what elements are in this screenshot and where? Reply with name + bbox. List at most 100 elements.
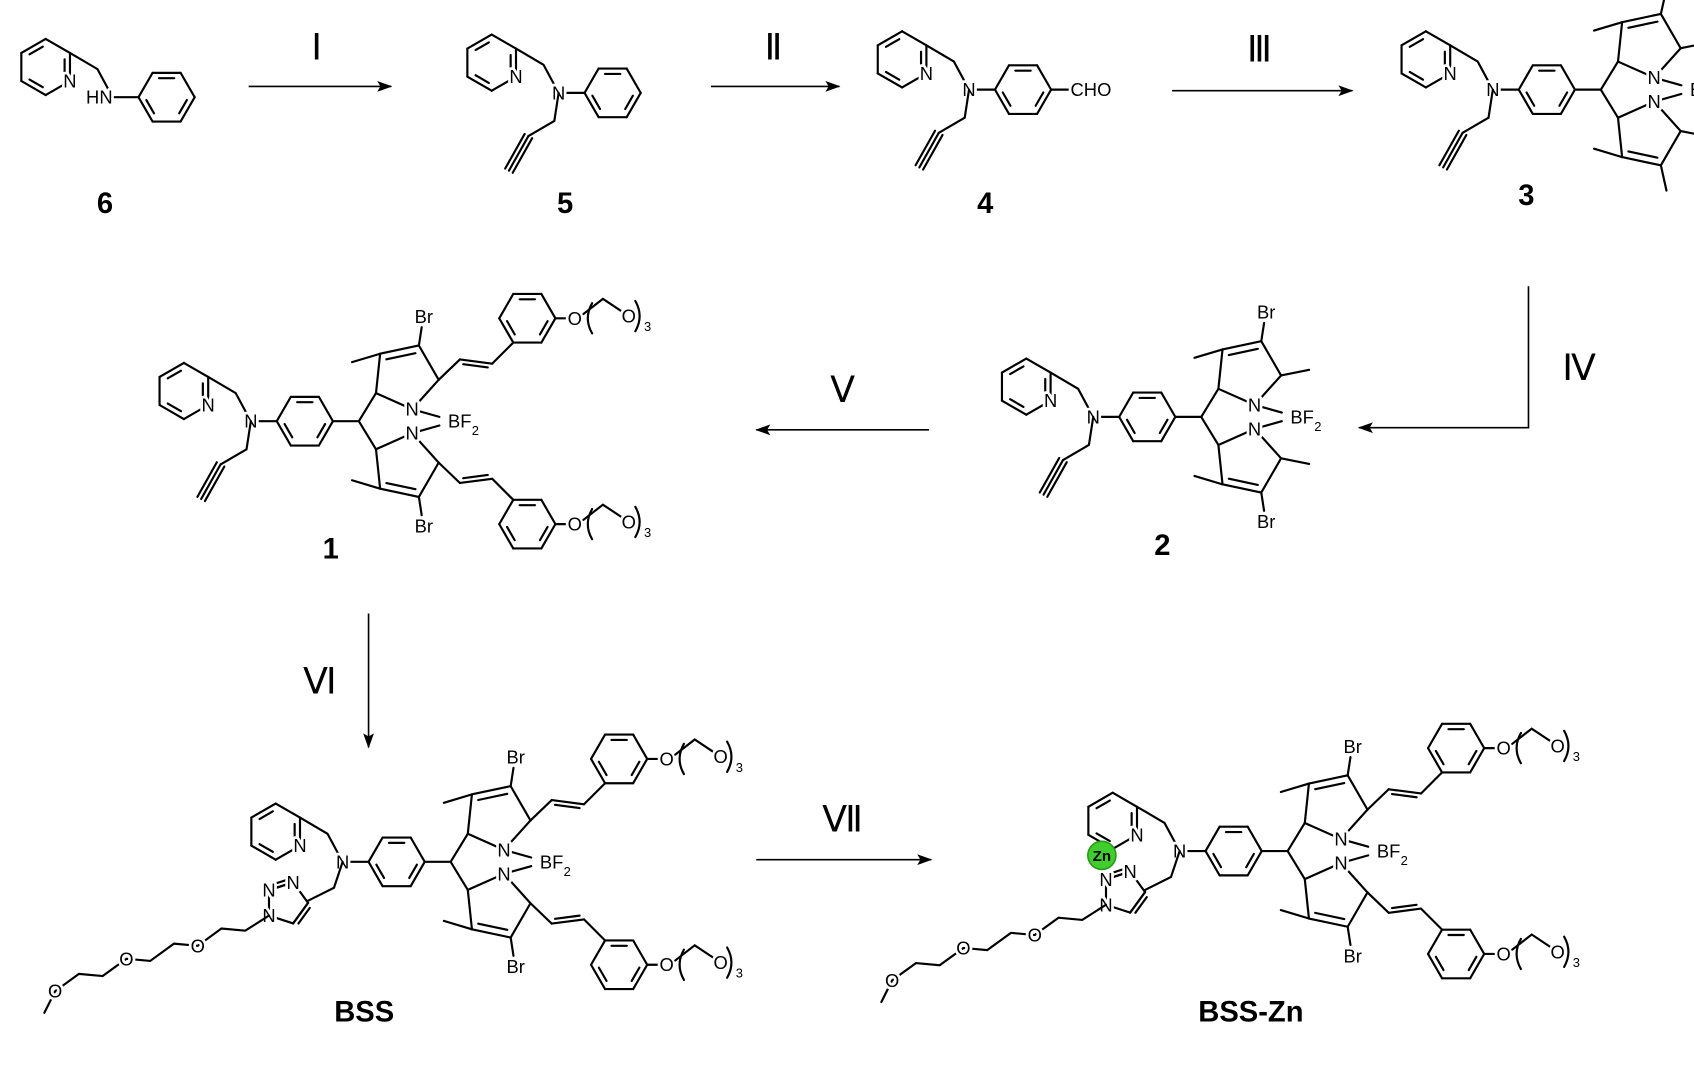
- bond: [1659, 0, 1666, 16]
- bond: [1599, 60, 1620, 91]
- bond: [632, 757, 649, 785]
- bond: [385, 352, 417, 361]
- bond: [462, 473, 489, 480]
- bond: [625, 91, 642, 119]
- bond: [1387, 788, 1423, 795]
- bond: [274, 844, 302, 861]
- bond: [1104, 903, 1132, 914]
- bond: [274, 802, 302, 819]
- bond: [1627, 150, 1659, 159]
- bond: [1346, 891, 1369, 928]
- bracket-open: [678, 948, 686, 981]
- atom-label: N: [406, 423, 419, 444]
- bond: [1659, 129, 1682, 167]
- compound-label-6: 6: [97, 188, 113, 220]
- bond: [207, 375, 252, 423]
- atom-label: N: [1648, 67, 1661, 88]
- bond: [583, 91, 600, 119]
- bond: [1280, 457, 1311, 465]
- bond: [250, 844, 277, 861]
- bond: [408, 863, 418, 880]
- bond: [1426, 747, 1444, 774]
- bond: [1434, 955, 1445, 972]
- bracket-close: [726, 946, 733, 979]
- bond: [527, 91, 560, 138]
- bond: [589, 939, 607, 966]
- subscript: 3: [736, 760, 743, 775]
- bond: [137, 71, 154, 99]
- bond: [1129, 870, 1147, 894]
- bond: [1036, 64, 1053, 91]
- atom-label: N: [1444, 63, 1457, 84]
- bond: [316, 422, 327, 439]
- bond: [509, 936, 515, 957]
- bond: [540, 498, 557, 526]
- bond: [1426, 928, 1444, 956]
- bond: [1419, 907, 1444, 931]
- bond: [490, 75, 518, 92]
- bond: [540, 317, 557, 344]
- bond: [1627, 20, 1659, 29]
- bond: [1426, 952, 1444, 980]
- bond: [884, 70, 901, 81]
- bond: [1559, 64, 1576, 91]
- bond: [1260, 457, 1283, 494]
- bond: [589, 757, 607, 785]
- step-label-2: Ⅱ: [765, 26, 783, 67]
- bond: [1144, 849, 1181, 892]
- atom-label: Br: [1343, 736, 1361, 757]
- bond: [1158, 418, 1169, 435]
- bond: [411, 424, 441, 435]
- compound-label-4: 4: [977, 188, 994, 220]
- bond: [267, 881, 295, 892]
- atom-label: O: [568, 308, 582, 329]
- bond: [466, 33, 493, 50]
- bond: [1221, 340, 1263, 351]
- bond: [1659, 12, 1682, 50]
- bond: [1511, 727, 1553, 745]
- bond: [1653, 100, 1682, 133]
- atom-label: Br: [415, 306, 433, 327]
- bond: [498, 292, 515, 320]
- bond: [529, 798, 553, 822]
- bond: [267, 914, 295, 925]
- bond: [357, 392, 378, 423]
- bond: [1387, 907, 1423, 914]
- atom-label: O: [622, 511, 636, 532]
- bond: [182, 403, 210, 421]
- bond: [269, 878, 291, 887]
- bond: [509, 766, 515, 788]
- bond: [462, 363, 489, 369]
- bond: [1424, 30, 1452, 47]
- atom-label: N: [406, 399, 419, 420]
- bond: [1104, 870, 1132, 881]
- bond: [357, 420, 378, 451]
- bond: [158, 361, 185, 378]
- bond: [470, 785, 512, 796]
- bond: [1303, 821, 1343, 841]
- atom-label: N: [497, 863, 510, 884]
- bond: [553, 803, 581, 810]
- bond: [504, 132, 526, 170]
- atom-label: O: [568, 514, 582, 535]
- bond: [914, 129, 937, 167]
- bond: [466, 888, 474, 931]
- bond: [379, 344, 420, 355]
- atom-label: O: [48, 981, 62, 1002]
- subscript: 3: [1573, 955, 1580, 970]
- bond: [350, 352, 382, 364]
- bond: [283, 422, 294, 439]
- bond: [511, 137, 534, 174]
- bond: [1449, 44, 1494, 91]
- bond: [179, 96, 196, 123]
- bond: [374, 432, 414, 451]
- bond: [1087, 791, 1114, 808]
- subscript: 3: [644, 319, 651, 334]
- bond: [298, 816, 344, 863]
- bond: [409, 836, 426, 863]
- bond: [1135, 805, 1181, 853]
- bond: [1314, 911, 1346, 921]
- bond: [1129, 891, 1147, 914]
- bond: [1095, 832, 1111, 843]
- bond: [502, 865, 533, 875]
